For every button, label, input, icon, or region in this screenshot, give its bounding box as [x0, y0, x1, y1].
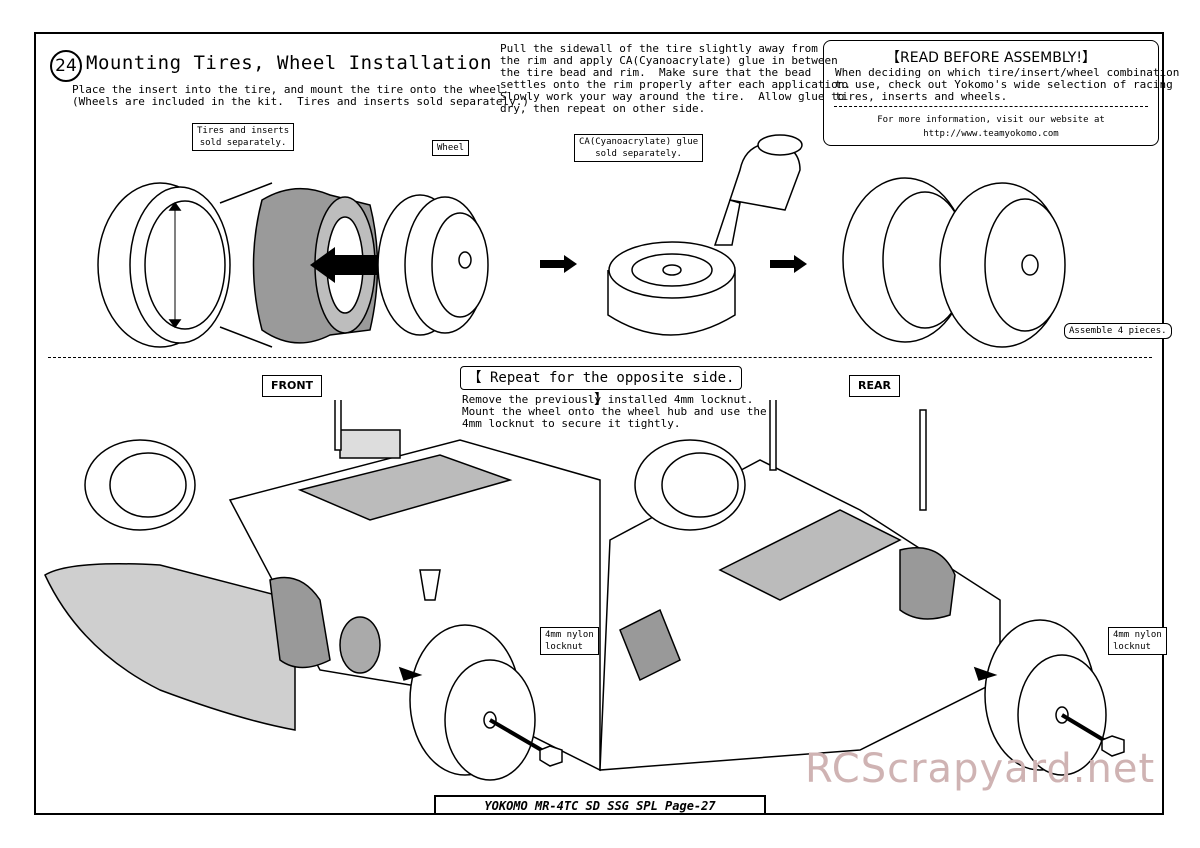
glued-tire-drawing: [607, 241, 736, 336]
step-title: Mounting Tires, Wheel Installation: [86, 52, 492, 74]
tires-inserts-label: Tires and inserts sold separately.: [192, 123, 295, 151]
step-number: 24: [50, 50, 82, 82]
tire-drawing: [97, 182, 231, 348]
insert-arrow: [310, 247, 380, 283]
glue-bottle-drawing: [713, 134, 803, 246]
glue-instruction: Pull the sidewall of the tire slightly a…: [500, 42, 851, 115]
chassis-illustration: [44, 400, 1125, 781]
front-wheel-drawing: [398, 624, 563, 781]
read-before-assembly-box: 【READ BEFORE ASSEMBLY!】 When deciding on…: [823, 40, 1179, 146]
front-tag: FRONT: [262, 375, 323, 397]
watermark: RCScrapyard.net: [805, 746, 1156, 792]
insert-drawing: [219, 182, 379, 348]
rear-tag: REAR: [849, 375, 900, 397]
page-footer: YOKOMO MR-4TC SD SSG SPL Page-27: [434, 795, 766, 815]
rear-locknut-label: 4mm nylon locknut: [1108, 627, 1167, 655]
wheel-label: Wheel: [432, 140, 470, 156]
step-instruction: Place the insert into the tire, and moun…: [72, 83, 529, 108]
section-divider: [48, 357, 1152, 358]
read-box-divider: [834, 106, 1148, 107]
rear-wheel-drawing: [973, 619, 1125, 776]
assemble-label: Assemble 4 pieces.: [1064, 323, 1172, 339]
read-box-info: For more information, visit our website …: [877, 115, 1105, 139]
read-box-heading: 【READ BEFORE ASSEMBLY!】: [886, 50, 1096, 66]
page-frame: [34, 32, 1164, 815]
ca-glue-label: CA(Cyanoacrylate) glue sold separately.: [574, 134, 704, 162]
rear-chassis-drawing: [599, 400, 1001, 771]
flow-arrow-1: [540, 255, 577, 273]
wheel-drawing: [377, 194, 489, 336]
read-box-body: When deciding on which tire/insert/wheel…: [835, 66, 1180, 103]
repeat-instruction: Remove the previously installed 4mm lock…: [462, 393, 767, 430]
flow-arrow-2: [770, 255, 807, 273]
tire-assembly-illustration: [97, 134, 1066, 348]
repeat-heading: 【 Repeat for the opposite side. 】: [460, 366, 742, 408]
front-locknut-label: 4mm nylon locknut: [540, 627, 599, 655]
finished-tires-drawing: [842, 177, 1066, 348]
